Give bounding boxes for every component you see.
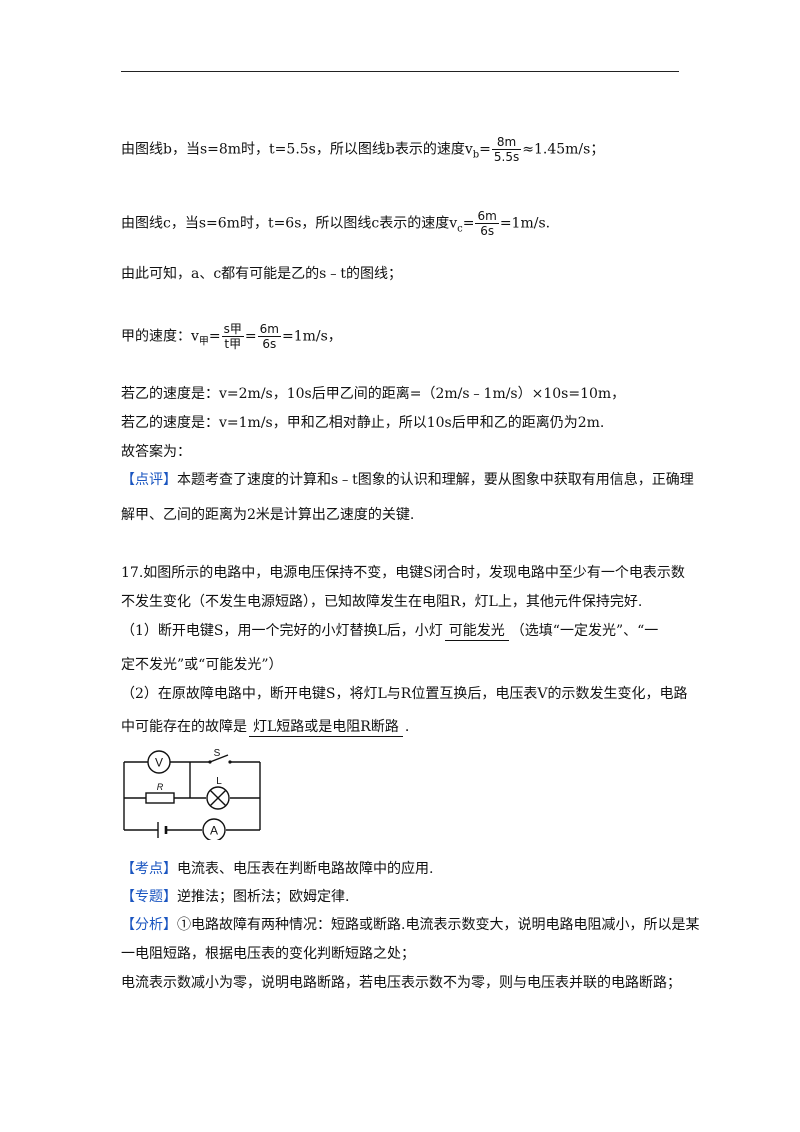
denominator: 5.5s	[493, 150, 520, 164]
line-answer-label: 故答案为：	[121, 444, 191, 460]
text: ≈1.45m/s；	[522, 141, 605, 158]
text: （选填“一定发光”、“一	[510, 623, 659, 639]
lamp-cross	[209, 789, 227, 807]
switch-contact	[208, 760, 212, 764]
text: （1）断开电键S，用一个完好的小灯替换L后，小灯	[121, 623, 443, 639]
kaodian-tag: 【考点】	[121, 861, 177, 877]
q17-line4: 定不发光”或“可能发光”）	[121, 657, 283, 673]
q17-line2: 不发生变化（不发生电源短路），已知故障发生在电阻R，灯L上，其他元件保持完好.	[121, 594, 643, 610]
ammeter-symbol	[202, 818, 226, 840]
text: 中可能存在的故障是	[121, 719, 247, 735]
text: 电流表、电压表在判断电路故障中的应用.	[177, 861, 434, 877]
line-fenxi-3: 电流表示数减小为零，说明电路断路，若电压表示数不为零，则与电压表并联的电路断路；	[121, 975, 681, 991]
switch-contact	[228, 760, 232, 764]
fenxi-tag: 【分析】	[121, 917, 177, 933]
lamp-label: L	[216, 776, 222, 787]
text: 由图线b，当s=8m时，t=5.5s，所以图线b表示的速度v	[121, 141, 473, 158]
numerator: 6m	[257, 322, 281, 337]
text: 逆推法；图析法；欧姆定律.	[177, 889, 350, 905]
text: =	[208, 328, 221, 345]
text: ①电路故障有两种情况：短路或断路.电流表示数变大，说明电路电阻减小，所以是某	[177, 917, 700, 933]
line-fenxi: 【分析】①电路故障有两种情况：短路或断路.电流表示数变大，说明电路电阻减小，所以…	[121, 915, 699, 935]
line-conclusion: 由此可知，a、c都有可能是乙的s﹣t的图线；	[121, 266, 402, 282]
zhuanti-tag: 【专题】	[121, 889, 177, 905]
numerator: 6m	[475, 209, 499, 224]
line-comment-cont: 解甲、乙间的距离为2米是计算出乙速度的关键.	[121, 507, 415, 523]
line-comment: 【点评】本题考查了速度的计算和s﹣t图象的认识和理解，要从图象中获取有用信息，正…	[121, 470, 694, 490]
denominator: t甲	[224, 337, 242, 351]
comment-tag: 【点评】	[121, 472, 177, 488]
subscript: 甲	[198, 336, 209, 348]
text: =	[244, 328, 257, 345]
numerator: s甲	[221, 322, 244, 337]
text: 甲的速度：v	[121, 328, 199, 345]
voltmeter-symbol	[147, 750, 171, 774]
text: =1m/s.	[499, 215, 551, 232]
text: =1m/s，	[281, 328, 342, 345]
subscript: c	[457, 223, 463, 235]
circuit-diagram: V S R L A	[123, 748, 261, 840]
line-case1: 若乙的速度是：v=2m/s，10s后甲乙间的距离=（2m/s﹣1m/s）×10s…	[121, 386, 626, 402]
line-kaodian: 【考点】电流表、电压表在判断电路故障中的应用.	[121, 859, 433, 879]
text: .	[404, 719, 410, 735]
numerator: 8m	[491, 135, 522, 150]
text: =	[479, 141, 491, 158]
answer-blank: 灯L短路或是电阻R断路	[249, 718, 403, 737]
denominator: 6s	[262, 337, 277, 351]
header-rule	[121, 71, 679, 72]
switch-label: S	[214, 748, 221, 759]
text: 由图线c，当s=6m时，t=6s，所以图线c表示的速度v	[121, 215, 458, 232]
answer-blank: 可能发光	[444, 622, 509, 641]
q17-line6: 中可能存在的故障是灯L短路或是电阻R断路.	[121, 717, 409, 737]
subscript: b	[472, 149, 480, 161]
ammeter-label: A	[210, 824, 218, 838]
q17-line5: （2）在原故障电路中，断开电键S，将灯L与R位置互换后，电压表V的示数发生变化，…	[121, 686, 688, 702]
line-fenxi-2: 一电阻短路，根据电压表的变化判断短路之处；	[121, 946, 415, 962]
resistor-label: R	[157, 782, 164, 792]
text: =	[462, 215, 475, 232]
voltmeter-label: V	[155, 756, 163, 770]
text: 本题考查了速度的计算和s﹣t图象的认识和理解，要从图象中获取有用信息，正确理	[177, 472, 694, 488]
denominator: 6s	[480, 224, 495, 238]
q17-line3: （1）断开电键S，用一个完好的小灯替换L后，小灯可能发光（选填“一定发光”、“一	[121, 621, 658, 641]
line-zhuanti: 【专题】逆推法；图析法；欧姆定律.	[121, 887, 349, 907]
resistor-symbol	[145, 792, 175, 804]
line-case2: 若乙的速度是：v=1m/s，甲和乙相对静止，所以10s后甲和乙的距离仍为2m.	[121, 415, 605, 431]
q17-line1: 17.如图所示的电路中，电源电压保持不变，电键S闭合时，发现电路中至少有一个电表…	[121, 565, 685, 581]
